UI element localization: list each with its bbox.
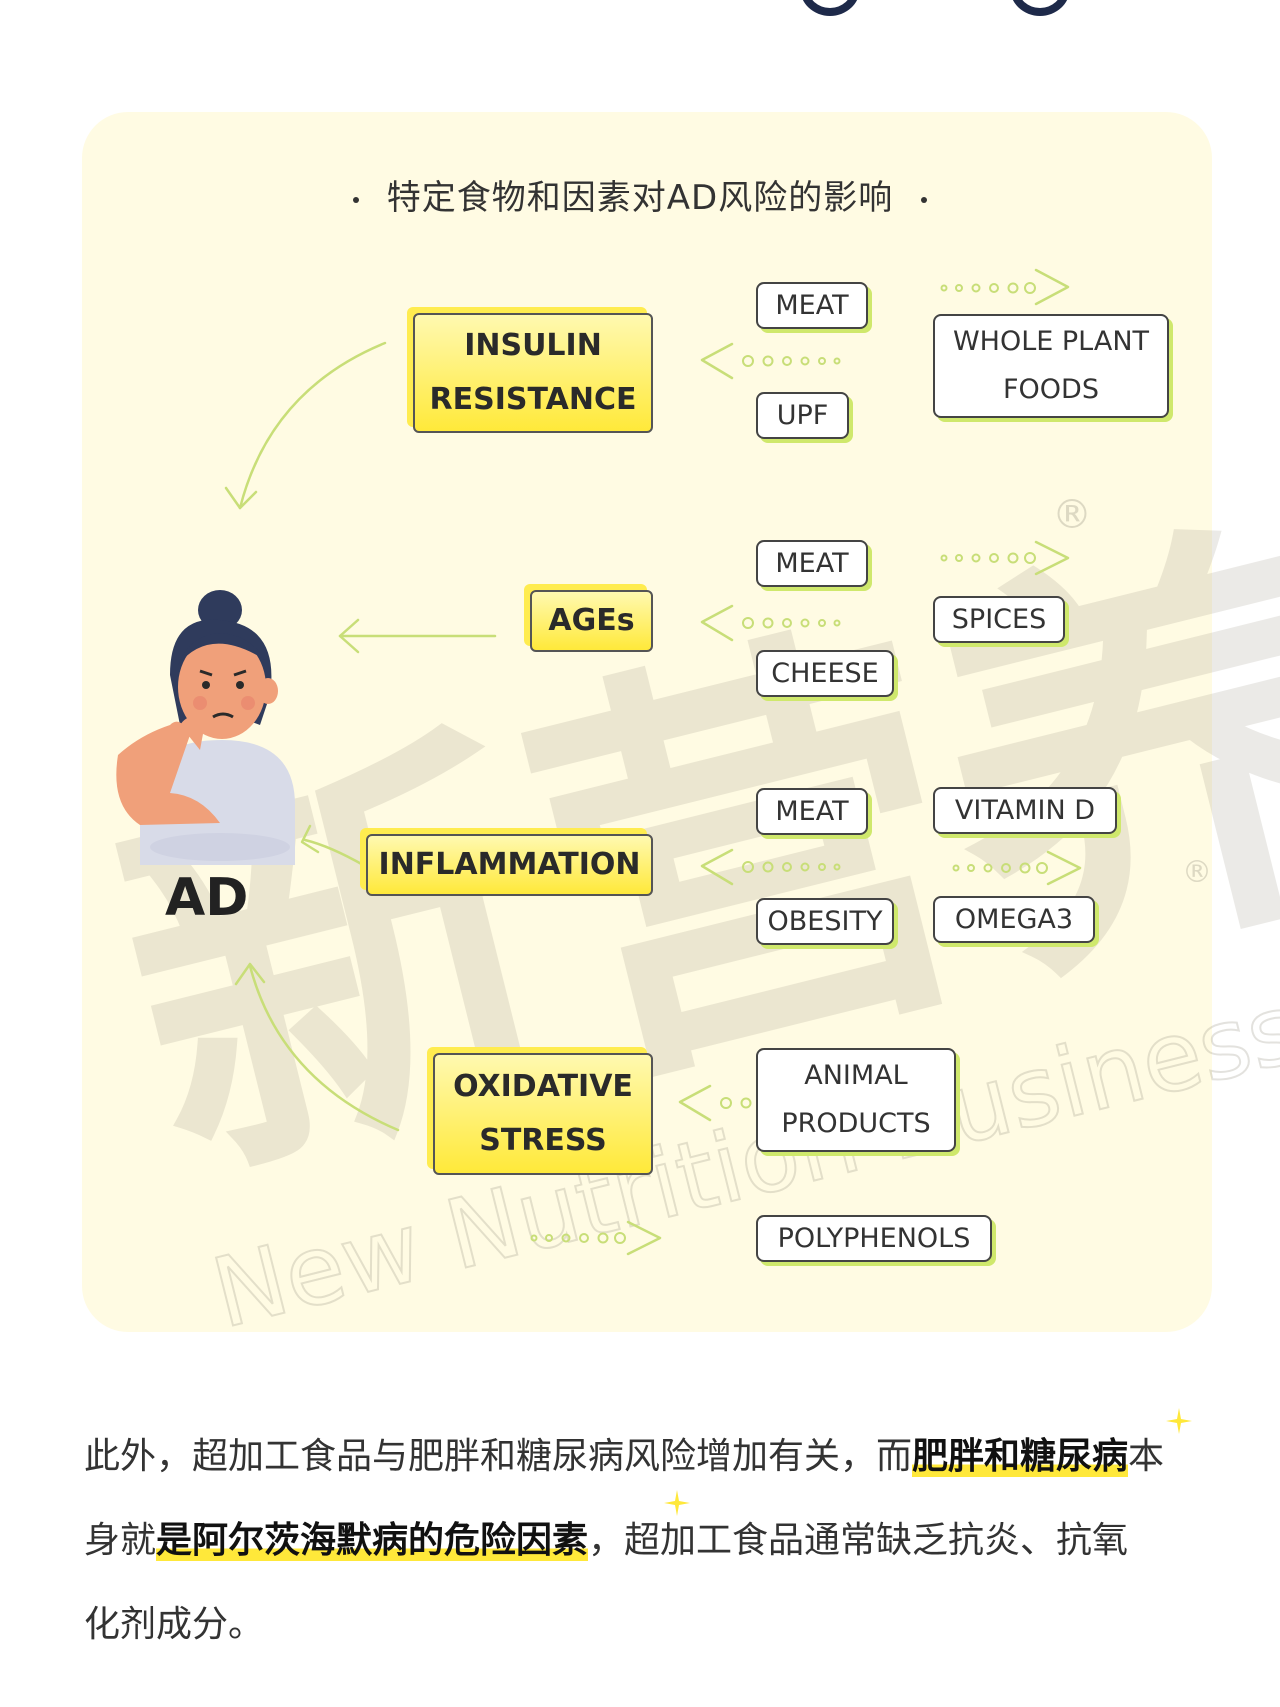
body-paragraph: 此外，超加工食品与肥胖和糖尿病风险增加有关，而肥胖和糖尿病本 身就是阿尔茨海默病… — [84, 1436, 1165, 1645]
dots-vitamin — [952, 862, 1048, 874]
dots-arrowhead-inflammation — [700, 848, 734, 886]
dots-insulin — [742, 355, 841, 367]
ad-label: AD — [165, 868, 249, 928]
diagram-title: 特定食物和因素对AD风险的影响 — [0, 170, 1280, 219]
arrowhead-ages — [338, 618, 360, 654]
factor-insulin-resistance: INSULIN RESISTANCE — [413, 313, 653, 433]
factor-inflammation: INFLAMMATION — [366, 834, 653, 896]
dots-spices — [940, 552, 1036, 564]
food-omega3: OMEGA3 — [933, 896, 1095, 943]
arrowhead-inflammation — [300, 824, 320, 854]
food-meat-2: MEAT — [756, 540, 868, 587]
dots-arrowhead-whole-plant — [1034, 268, 1070, 306]
food-animal-products: ANIMAL PRODUCTS — [756, 1048, 956, 1152]
food-obesity: OBESITY — [756, 898, 894, 945]
dots-whole-plant — [940, 282, 1036, 294]
arrow-insulin-to-ad — [238, 341, 387, 510]
highlight-ad-risk-factor: 是阿尔茨海默病的危险因素 — [156, 1520, 589, 1561]
sparkle-icon — [664, 1490, 690, 1516]
food-upf: UPF — [756, 392, 849, 439]
factor-oxidative-stress: OXIDATIVE STRESS — [433, 1053, 653, 1175]
food-cheese: CHEESE — [756, 650, 894, 697]
dots-arrowhead-spices — [1034, 540, 1070, 576]
dots-inflammation — [742, 861, 841, 873]
dots-arrowhead-ages — [700, 604, 734, 642]
food-whole-plant-foods: WHOLE PLANT FOODS — [933, 314, 1169, 418]
arrowhead-insulin — [224, 486, 258, 510]
dots-arrowhead-insulin — [700, 342, 734, 380]
highlight-obesity-diabetes: 肥胖和糖尿病 — [912, 1436, 1129, 1477]
food-meat-1: MEAT — [756, 282, 868, 329]
food-spices: SPICES — [933, 596, 1065, 643]
dots-polyphenols — [530, 1232, 626, 1244]
food-vitamin-d: VITAMIN D — [933, 787, 1117, 834]
dots-ages — [742, 617, 841, 629]
arrow-inflammation-to-ad — [303, 838, 367, 868]
food-polyphenols: POLYPHENOLS — [756, 1215, 992, 1262]
sparkle-icon — [1166, 1408, 1192, 1434]
arrow-oxidative-to-ad — [248, 964, 400, 1132]
worried-woman-illustration — [116, 590, 295, 865]
bullet-left — [352, 196, 359, 203]
bullet-right — [921, 196, 928, 203]
arrowhead-oxidative — [234, 962, 266, 986]
dots-arrowhead-polyphenols — [626, 1220, 662, 1256]
factor-ages: AGEs — [530, 590, 653, 652]
food-meat-3: MEAT — [756, 788, 868, 835]
dots-arrowhead-vitamin — [1046, 850, 1082, 886]
dots-arrowhead-oxidative — [678, 1084, 712, 1122]
